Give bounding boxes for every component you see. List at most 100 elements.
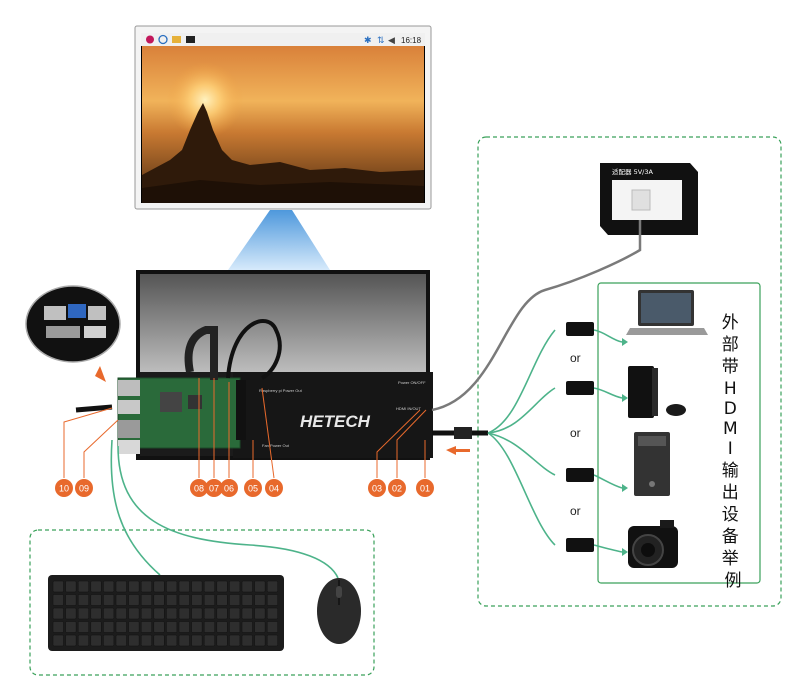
keyboard-key <box>229 594 241 606</box>
keyboard-key <box>103 607 115 620</box>
taskbar <box>141 33 425 46</box>
callout-04: 04 <box>265 479 283 497</box>
callout-06: 06 <box>220 479 238 497</box>
keyboard-key <box>65 634 77 647</box>
title-char-12: 举 <box>722 549 739 569</box>
keyboard-key <box>90 634 102 647</box>
callout-01: 01 <box>416 479 434 497</box>
keyboard-key <box>65 594 77 606</box>
or-separator-1: or <box>570 351 581 365</box>
keyboard-key <box>52 594 64 606</box>
folder-icon[interactable] <box>172 36 181 43</box>
keyboard-key <box>203 634 215 647</box>
keyboard-key <box>241 621 253 633</box>
callout-03: 03 <box>368 479 386 497</box>
keyboard-key <box>178 580 190 593</box>
svg-text:05: 05 <box>248 484 258 494</box>
keyboard-key <box>166 634 178 647</box>
keyboard-key <box>140 621 152 633</box>
keyboard-key <box>254 634 266 647</box>
keyboard-key <box>216 634 228 647</box>
keyboard-key <box>241 607 253 620</box>
raspberry-pi-board <box>117 377 246 454</box>
svg-text:08: 08 <box>194 484 204 494</box>
keyboard-key <box>52 607 64 620</box>
hdmi-devices-title: 外 部 带 H D M I 输 出 设 备 举 例 <box>722 313 744 591</box>
usb-ports-photo <box>25 285 121 363</box>
keyboard-key <box>191 607 203 620</box>
volume-icon[interactable]: ◀ <box>388 35 395 45</box>
ribbon-cable <box>184 326 218 380</box>
keyboard-key <box>229 634 241 647</box>
svg-text:06: 06 <box>224 484 234 494</box>
title-char-8: 输 <box>722 461 739 481</box>
bluetooth-icon[interactable]: ✱ <box>364 35 372 45</box>
taskbar-clock: 16:18 <box>401 36 422 45</box>
brand-logo: HETECH <box>300 412 371 431</box>
or-separator-2: or <box>570 426 581 440</box>
keyboard-key <box>65 580 77 593</box>
driver-board: HETECH Raspberry pi Power Out Fan Power … <box>233 372 433 458</box>
keyboard-key <box>254 607 266 620</box>
pagoda-silhouette <box>142 103 424 203</box>
device-list-box <box>597 282 761 584</box>
keyboard-key <box>90 594 102 606</box>
keyboard-key <box>77 607 89 620</box>
title-char-10: 设 <box>722 505 739 525</box>
keyboard-key <box>103 594 115 606</box>
keyboard-key <box>115 607 127 620</box>
keyboard-key <box>166 607 178 620</box>
desktop-tower-icon <box>634 432 670 496</box>
keyboard-key <box>203 594 215 606</box>
keyboard-key <box>266 607 278 620</box>
callout-05: 05 <box>244 479 262 497</box>
title-char-3: 带 <box>722 357 739 377</box>
keyboard-key <box>166 580 178 593</box>
keyboard-key <box>115 634 127 647</box>
keyboard-key <box>216 580 228 593</box>
keyboard-key <box>77 634 89 647</box>
svg-text:07: 07 <box>209 484 219 494</box>
svg-text:02: 02 <box>392 484 402 494</box>
globe-icon[interactable] <box>158 34 168 45</box>
keyboard-key <box>254 621 266 633</box>
keyboard-key <box>254 594 266 606</box>
hdmi-plug-1 <box>566 322 594 336</box>
title-char-6: M <box>723 419 738 439</box>
keyboard-key <box>128 621 140 633</box>
keyboard-keys <box>52 580 278 647</box>
keyboard-key <box>254 580 266 593</box>
keyboard-key <box>140 634 152 647</box>
hdmi-plug-2 <box>566 381 594 395</box>
keyboard-key <box>90 580 102 593</box>
svg-text:09: 09 <box>79 484 89 494</box>
label-fan-power: Fan Power Out <box>262 443 290 448</box>
keyboard-key <box>77 621 89 633</box>
power-loop-cable <box>226 319 282 380</box>
network-icon[interactable]: ⇅ <box>377 35 385 45</box>
keyboard-key <box>52 621 64 633</box>
keyboard-key <box>229 607 241 620</box>
callout-10: 10 <box>55 479 73 497</box>
keyboard-key <box>65 621 77 633</box>
keyboard-key <box>128 580 140 593</box>
keyboard-key <box>115 594 127 606</box>
keyboard-key <box>191 621 203 633</box>
mouse-cable <box>117 445 339 579</box>
keyboard-key <box>103 580 115 593</box>
keyboard-key <box>153 634 165 647</box>
terminal-icon[interactable] <box>186 36 195 43</box>
arrow-up-left-icon <box>95 366 106 382</box>
hdmi-plug-main <box>454 427 472 439</box>
keyboard-key <box>115 621 127 633</box>
monitor <box>134 25 432 210</box>
keyboard-key <box>191 634 203 647</box>
game-console-icon <box>628 366 686 418</box>
raspberry-icon[interactable] <box>146 35 154 44</box>
keyboard-key <box>216 594 228 606</box>
keyboard-key <box>166 594 178 606</box>
hdmi-devices-region <box>477 136 782 607</box>
label-raspberry-power: Raspberry pi Power Out <box>259 388 303 393</box>
keyboard-key <box>90 621 102 633</box>
peripherals-region <box>29 529 375 676</box>
